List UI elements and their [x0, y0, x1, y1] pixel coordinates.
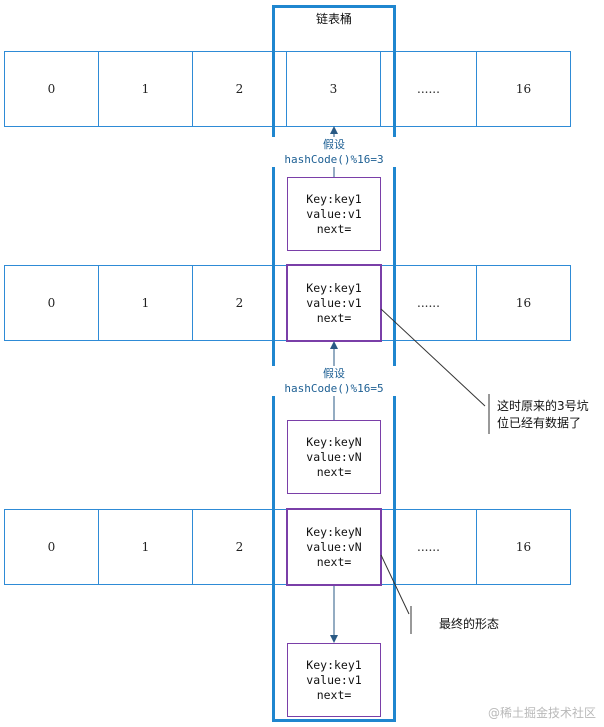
row1-cell-0: 0: [4, 51, 99, 127]
note-final-form: 最终的形态: [439, 617, 500, 631]
row2-cell-16: 16: [476, 265, 571, 341]
bucket-title: 链表桶: [315, 12, 352, 26]
node-key: Key:keyN: [306, 524, 362, 539]
row3-cell-2: 2: [192, 509, 287, 585]
node-next: next=: [316, 221, 352, 236]
node-key: Key:key1: [306, 657, 362, 672]
assumption-formula: hashCode()%16=3: [284, 153, 384, 166]
assumption-label-1: 假设 hashCode()%16=3: [272, 137, 396, 167]
callout-line-occupied: [380, 308, 486, 407]
note-line: 位已经有数据了: [497, 416, 582, 430]
entry-node-keyN-in-bucket: Key:keyN value:vN next=: [286, 508, 382, 586]
entry-node-key1-final: Key:key1 value:v1 next=: [287, 643, 381, 717]
node-key: Key:keyN: [306, 434, 362, 449]
entry-node-key1-pending: Key:key1 value:v1 next=: [287, 177, 381, 251]
watermark: @稀土掘金技术社区: [487, 706, 596, 720]
assumption-label-2: 假设 hashCode()%16=5: [272, 366, 396, 396]
node-next: next=: [316, 687, 352, 702]
row1-cell-1: 1: [98, 51, 193, 127]
node-value: value:v1: [306, 672, 362, 687]
node-value: value:vN: [306, 539, 362, 554]
row2-cell-0: 0: [4, 265, 99, 341]
assumption-word: 假设: [323, 367, 345, 380]
linked-list-bucket: [272, 5, 396, 722]
note-slot-occupied: 这时原来的3号坑 位已经有数据了: [497, 398, 589, 432]
assumption-word: 假设: [323, 138, 345, 151]
row1-cell-16: 16: [476, 51, 571, 127]
node-next: next=: [316, 464, 352, 479]
node-value: value:v1: [306, 206, 362, 221]
assumption-formula: hashCode()%16=5: [284, 382, 384, 395]
row2-cell-ellipsis: ......: [380, 265, 477, 341]
row3-cell-0: 0: [4, 509, 99, 585]
row1-cell-ellipsis: ......: [380, 51, 477, 127]
row3-cell-1: 1: [98, 509, 193, 585]
node-key: Key:key1: [306, 280, 362, 295]
entry-node-keyN-pending: Key:keyN value:vN next=: [287, 420, 381, 494]
row2-cell-2: 2: [192, 265, 287, 341]
row1-cell-2: 2: [192, 51, 287, 127]
node-value: value:vN: [306, 449, 362, 464]
note-line: 这时原来的3号坑: [497, 399, 589, 413]
callout-line-final: [380, 554, 410, 615]
row3-cell-16: 16: [476, 509, 571, 585]
node-next: next=: [316, 554, 352, 569]
node-value: value:v1: [306, 295, 362, 310]
node-key: Key:key1: [306, 191, 362, 206]
node-next: next=: [316, 310, 352, 325]
